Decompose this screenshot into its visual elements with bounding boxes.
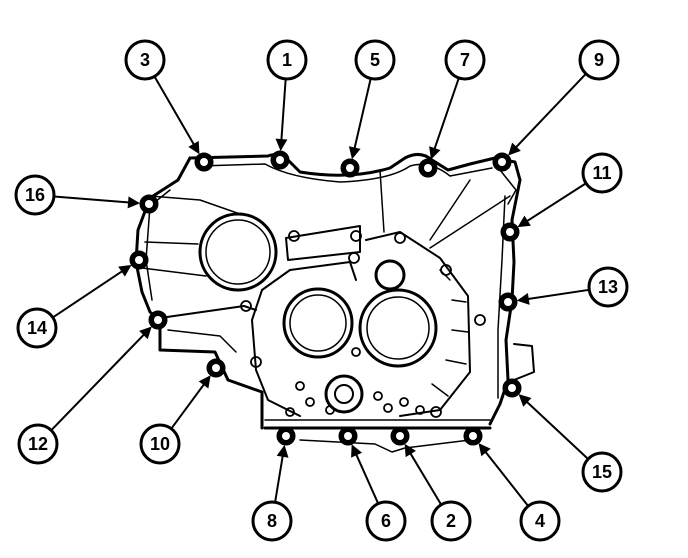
bolt-14 — [129, 250, 149, 270]
bolt-10 — [206, 358, 226, 378]
leader-line-1 — [279, 78, 287, 150]
svg-text:11: 11 — [592, 163, 611, 183]
svg-text:12: 12 — [28, 434, 48, 454]
svg-text:16: 16 — [25, 185, 45, 205]
callout-13: 13 — [587, 266, 629, 308]
leader-line-12 — [50, 327, 152, 432]
callout-1: 1 — [266, 39, 308, 81]
leader-lines — [50, 73, 590, 507]
leader-line-7 — [430, 77, 460, 158]
arrowhead-7 — [429, 146, 441, 160]
bolt-15 — [502, 378, 522, 398]
bolt-2 — [390, 426, 410, 446]
case-bolts — [129, 150, 522, 446]
svg-text:9: 9 — [594, 50, 604, 70]
bolt-11 — [500, 222, 520, 242]
arrowhead-9 — [508, 142, 521, 156]
callout-14: 14 — [16, 307, 58, 349]
leader-line-10 — [170, 376, 211, 430]
arrowhead-8 — [276, 444, 289, 458]
callout-5: 5 — [354, 39, 396, 81]
callout-9: 9 — [578, 39, 620, 81]
internal-webbing — [141, 169, 511, 418]
callout-6: 6 — [365, 500, 407, 542]
svg-text:3: 3 — [140, 50, 150, 70]
arrowhead-16 — [127, 196, 141, 209]
svg-text:15: 15 — [592, 462, 612, 482]
leader-line-4 — [479, 444, 530, 507]
leader-line-5 — [351, 78, 372, 158]
arrowhead-14 — [118, 264, 132, 277]
svg-text:4: 4 — [535, 511, 545, 531]
svg-text:6: 6 — [381, 511, 391, 531]
leader-line-13 — [518, 288, 590, 302]
callout-7: 7 — [444, 39, 486, 81]
leader-line-2 — [404, 444, 443, 506]
svg-text:13: 13 — [598, 277, 618, 297]
leader-line-15 — [519, 394, 589, 460]
leader-line-9 — [508, 73, 587, 155]
callout-4: 4 — [519, 500, 561, 542]
leader-line-14 — [52, 265, 131, 319]
callout-15: 15 — [581, 451, 623, 493]
bolt-13 — [498, 292, 518, 312]
callout-2: 2 — [430, 500, 472, 542]
svg-text:10: 10 — [150, 434, 170, 454]
callout-3: 3 — [124, 39, 166, 81]
arrowhead-1 — [275, 138, 288, 152]
callout-16: 16 — [14, 174, 56, 216]
arrowhead-13 — [516, 292, 530, 305]
arrowhead-15 — [518, 394, 532, 407]
callout-10: 10 — [139, 423, 181, 465]
bolt-5 — [340, 158, 360, 178]
arrowhead-6 — [351, 444, 363, 458]
bolt-12 — [148, 310, 168, 330]
arrowhead-10 — [198, 375, 211, 389]
svg-text:14: 14 — [27, 318, 47, 338]
callout-12: 12 — [17, 423, 59, 465]
arrowhead-2 — [404, 443, 416, 458]
svg-text:7: 7 — [460, 50, 470, 70]
bolt-6 — [338, 426, 358, 446]
arrowhead-5 — [348, 146, 361, 160]
svg-text:5: 5 — [370, 50, 380, 70]
arrowhead-12 — [139, 326, 152, 340]
svg-text:8: 8 — [267, 511, 277, 531]
bolt-3 — [194, 152, 214, 172]
callout-8: 8 — [251, 500, 293, 542]
leader-line-3 — [153, 75, 200, 153]
arrowhead-11 — [517, 215, 531, 228]
leader-line-11 — [518, 182, 587, 227]
leader-line-6 — [351, 445, 380, 505]
arrowhead-3 — [188, 140, 200, 155]
leader-line-16 — [53, 195, 139, 205]
bolt-7 — [418, 158, 438, 178]
bolt-8 — [276, 426, 296, 446]
bolt-1 — [270, 150, 290, 170]
svg-text:1: 1 — [282, 50, 292, 70]
svg-text:2: 2 — [446, 511, 456, 531]
callout-11: 11 — [581, 152, 623, 194]
bolt-9 — [492, 152, 512, 172]
callouts: 1 2 3 4 5 6 7 8 — [14, 39, 629, 542]
bolt-16 — [139, 194, 159, 214]
arrowhead-4 — [478, 443, 491, 457]
bolt-4 — [463, 426, 483, 446]
